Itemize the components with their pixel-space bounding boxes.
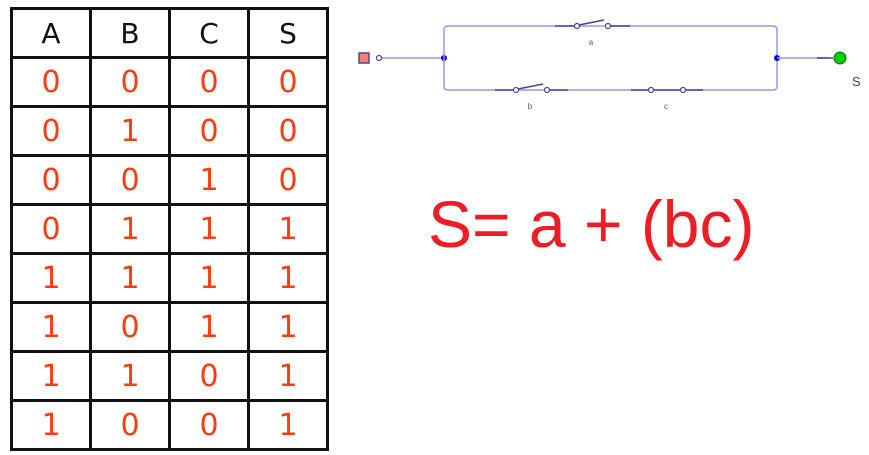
table-cell: 1 xyxy=(247,252,329,304)
switch-c: c xyxy=(631,86,703,111)
table-cell: 0 xyxy=(10,105,92,157)
table-cell: 0 xyxy=(10,154,92,206)
table-cell: 0 xyxy=(168,350,250,402)
header-a: A xyxy=(10,7,92,59)
table-cell: 0 xyxy=(89,399,171,451)
table-cell: 0 xyxy=(168,399,250,451)
svg-text:b: b xyxy=(528,102,533,111)
table-cell: 1 xyxy=(89,105,171,157)
table-cell: 0 xyxy=(10,56,92,108)
table-cell: 1 xyxy=(89,350,171,402)
table-cell: 1 xyxy=(168,301,250,353)
output-lamp-icon xyxy=(833,51,847,65)
table-cell: 0 xyxy=(10,203,92,255)
table-cell: 1 xyxy=(10,350,92,402)
svg-text:c: c xyxy=(664,102,668,111)
table-cell: 1 xyxy=(89,203,171,255)
header-s: S xyxy=(247,7,329,59)
table-cell: 1 xyxy=(168,203,250,255)
table-cell: 1 xyxy=(247,399,329,451)
table-cell: 1 xyxy=(10,252,92,304)
boolean-formula: S= a + (bc) xyxy=(428,187,755,261)
table-cell: 1 xyxy=(247,301,329,353)
table-cell: 1 xyxy=(247,350,329,402)
table-cell: 0 xyxy=(168,56,250,108)
switch-b: b xyxy=(495,83,568,111)
svg-text:a: a xyxy=(589,38,594,47)
table-cell: 1 xyxy=(89,252,171,304)
circuit-diagram: a b c S xyxy=(358,19,861,111)
table-cell: 1 xyxy=(247,203,329,255)
table-cell: 0 xyxy=(247,56,329,108)
table-cell: 0 xyxy=(89,154,171,206)
table-cell: 0 xyxy=(89,56,171,108)
table-cell: 1 xyxy=(10,399,92,451)
switch-a: a xyxy=(555,19,630,47)
table-cell: 0 xyxy=(168,105,250,157)
table-cell: 1 xyxy=(168,154,250,206)
table-cell: 1 xyxy=(10,301,92,353)
header-b: B xyxy=(89,7,171,59)
table-cell: 1 xyxy=(168,252,250,304)
table-cell: 0 xyxy=(247,105,329,157)
output-label: S xyxy=(852,74,861,89)
table-header-row: A B C S xyxy=(10,7,329,59)
source-terminal-icon xyxy=(358,52,370,64)
table-cell: 0 xyxy=(89,301,171,353)
table-cell: 0 xyxy=(247,154,329,206)
header-c: C xyxy=(168,7,250,59)
